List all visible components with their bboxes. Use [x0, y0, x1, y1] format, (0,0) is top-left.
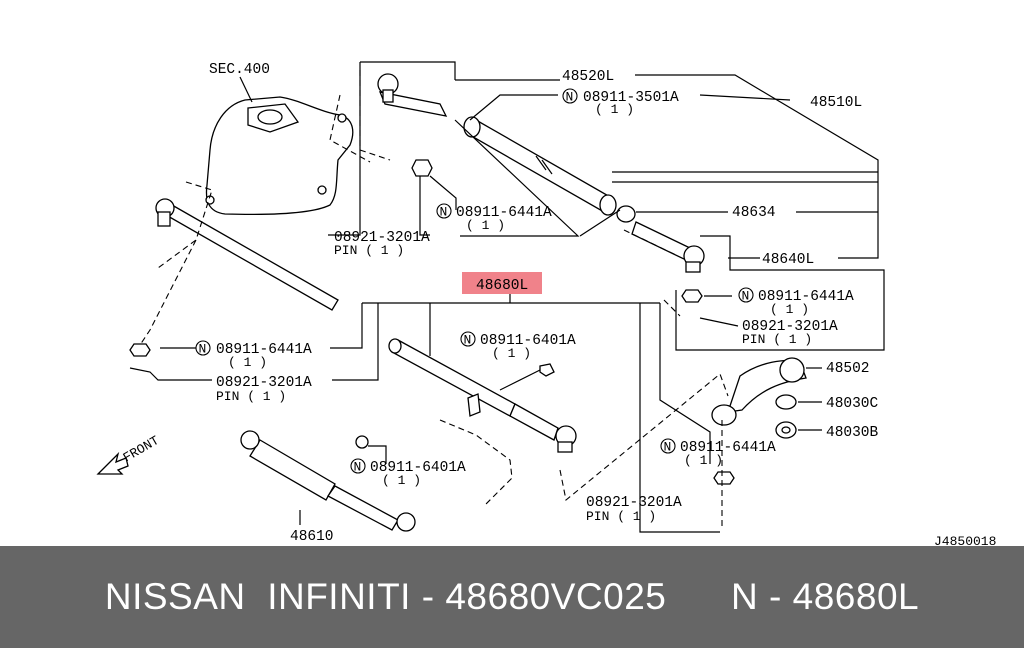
label-08911-6441A-pitman: 08911-6441A: [680, 440, 776, 456]
steering-damper-48610: [240, 430, 416, 532]
nut-right: [681, 289, 703, 303]
label-48510L: 48510L: [810, 95, 862, 111]
label-08921-3201A-top: 08921-3201A: [334, 230, 430, 246]
label-08911-6441A-right: 08911-6441A: [758, 289, 854, 305]
nut-pitman: [713, 471, 735, 485]
label-sec400: SEC.400: [209, 62, 270, 78]
outer-tie-rod-end-top: [377, 73, 448, 117]
qty-08911-6401A-damper: ( 1 ): [382, 473, 421, 488]
label-48610: 48610: [290, 529, 334, 545]
label-08911-6401A-damper: 08911-6401A: [370, 460, 466, 476]
label-48520L: 48520L: [562, 69, 614, 85]
label-48640L: 48640L: [762, 252, 814, 268]
n-mark: N: [664, 440, 672, 455]
long-tie-rod: [155, 198, 339, 311]
label-48030C: 48030C: [826, 396, 879, 412]
washer-48030C: [775, 394, 797, 410]
label-front: FRONT: [121, 433, 162, 466]
label-48680L: 48680L: [476, 278, 528, 294]
label-48502: 48502: [826, 361, 870, 377]
n-mark: N: [566, 90, 574, 105]
center-link-48680L: [388, 338, 577, 453]
nut-left: [129, 343, 151, 357]
qty-08911-6441A-pitman: ( 1 ): [684, 453, 723, 468]
n-mark: N: [464, 333, 472, 348]
label-08911-6441A-left: 08911-6441A: [216, 342, 312, 358]
nut-top: [411, 159, 433, 177]
label-08911-6441A-top: 08911-6441A: [456, 205, 552, 221]
n-mark: N: [199, 342, 207, 357]
diagram-svg: SEC.400: [96, 61, 996, 549]
n-mark: N: [742, 289, 750, 304]
n-mark: N: [440, 205, 448, 220]
qty-08911-3501A: ( 1 ): [595, 102, 634, 117]
parts-diagram: SEC.400: [96, 61, 997, 549]
label-08911-6401A-center: 08911-6401A: [480, 333, 576, 349]
footer-part-number: NISSAN INFINITI - 48680VC025 N - 48680L: [104, 576, 920, 617]
label-48030B: 48030B: [826, 425, 879, 441]
label-08921-3201A-bottom: 08921-3201A: [586, 495, 682, 511]
nut-damper: [355, 435, 369, 449]
label-pin-right: PIN ( 1 ): [742, 332, 812, 347]
label-pin-top: PIN ( 1 ): [334, 243, 404, 258]
highlight-box: [462, 272, 542, 294]
n-mark: N: [354, 460, 362, 475]
footer-bar: NISSAN INFINITI - 48680VC025 N - 48680L: [0, 546, 1024, 648]
steering-gear-box: [205, 96, 354, 216]
label-48634: 48634: [732, 205, 776, 221]
outer-tie-rod-end-right: [616, 205, 705, 273]
label-08921-3201A-left: 08921-3201A: [216, 375, 312, 391]
nut-center: [539, 363, 555, 377]
qty-08911-6441A-top: ( 1 ): [466, 218, 505, 233]
qty-08911-6401A-center: ( 1 ): [492, 346, 531, 361]
front-arrow-icon: FRONT: [96, 433, 162, 475]
qty-08911-6441A-right: ( 1 ): [770, 302, 809, 317]
label-08921-3201A-right: 08921-3201A: [742, 319, 838, 335]
diagram-reference: J4850018: [934, 534, 996, 546]
label-pin-left: PIN ( 1 ): [216, 389, 286, 404]
qty-08911-6441A-left: ( 1 ): [228, 355, 267, 370]
tie-rod-tube: [463, 116, 617, 216]
label-08911-3501A: 08911-3501A: [583, 90, 679, 106]
pitman-arm-48502: [711, 357, 807, 426]
label-pin-bottom: PIN ( 1 ): [586, 509, 656, 524]
